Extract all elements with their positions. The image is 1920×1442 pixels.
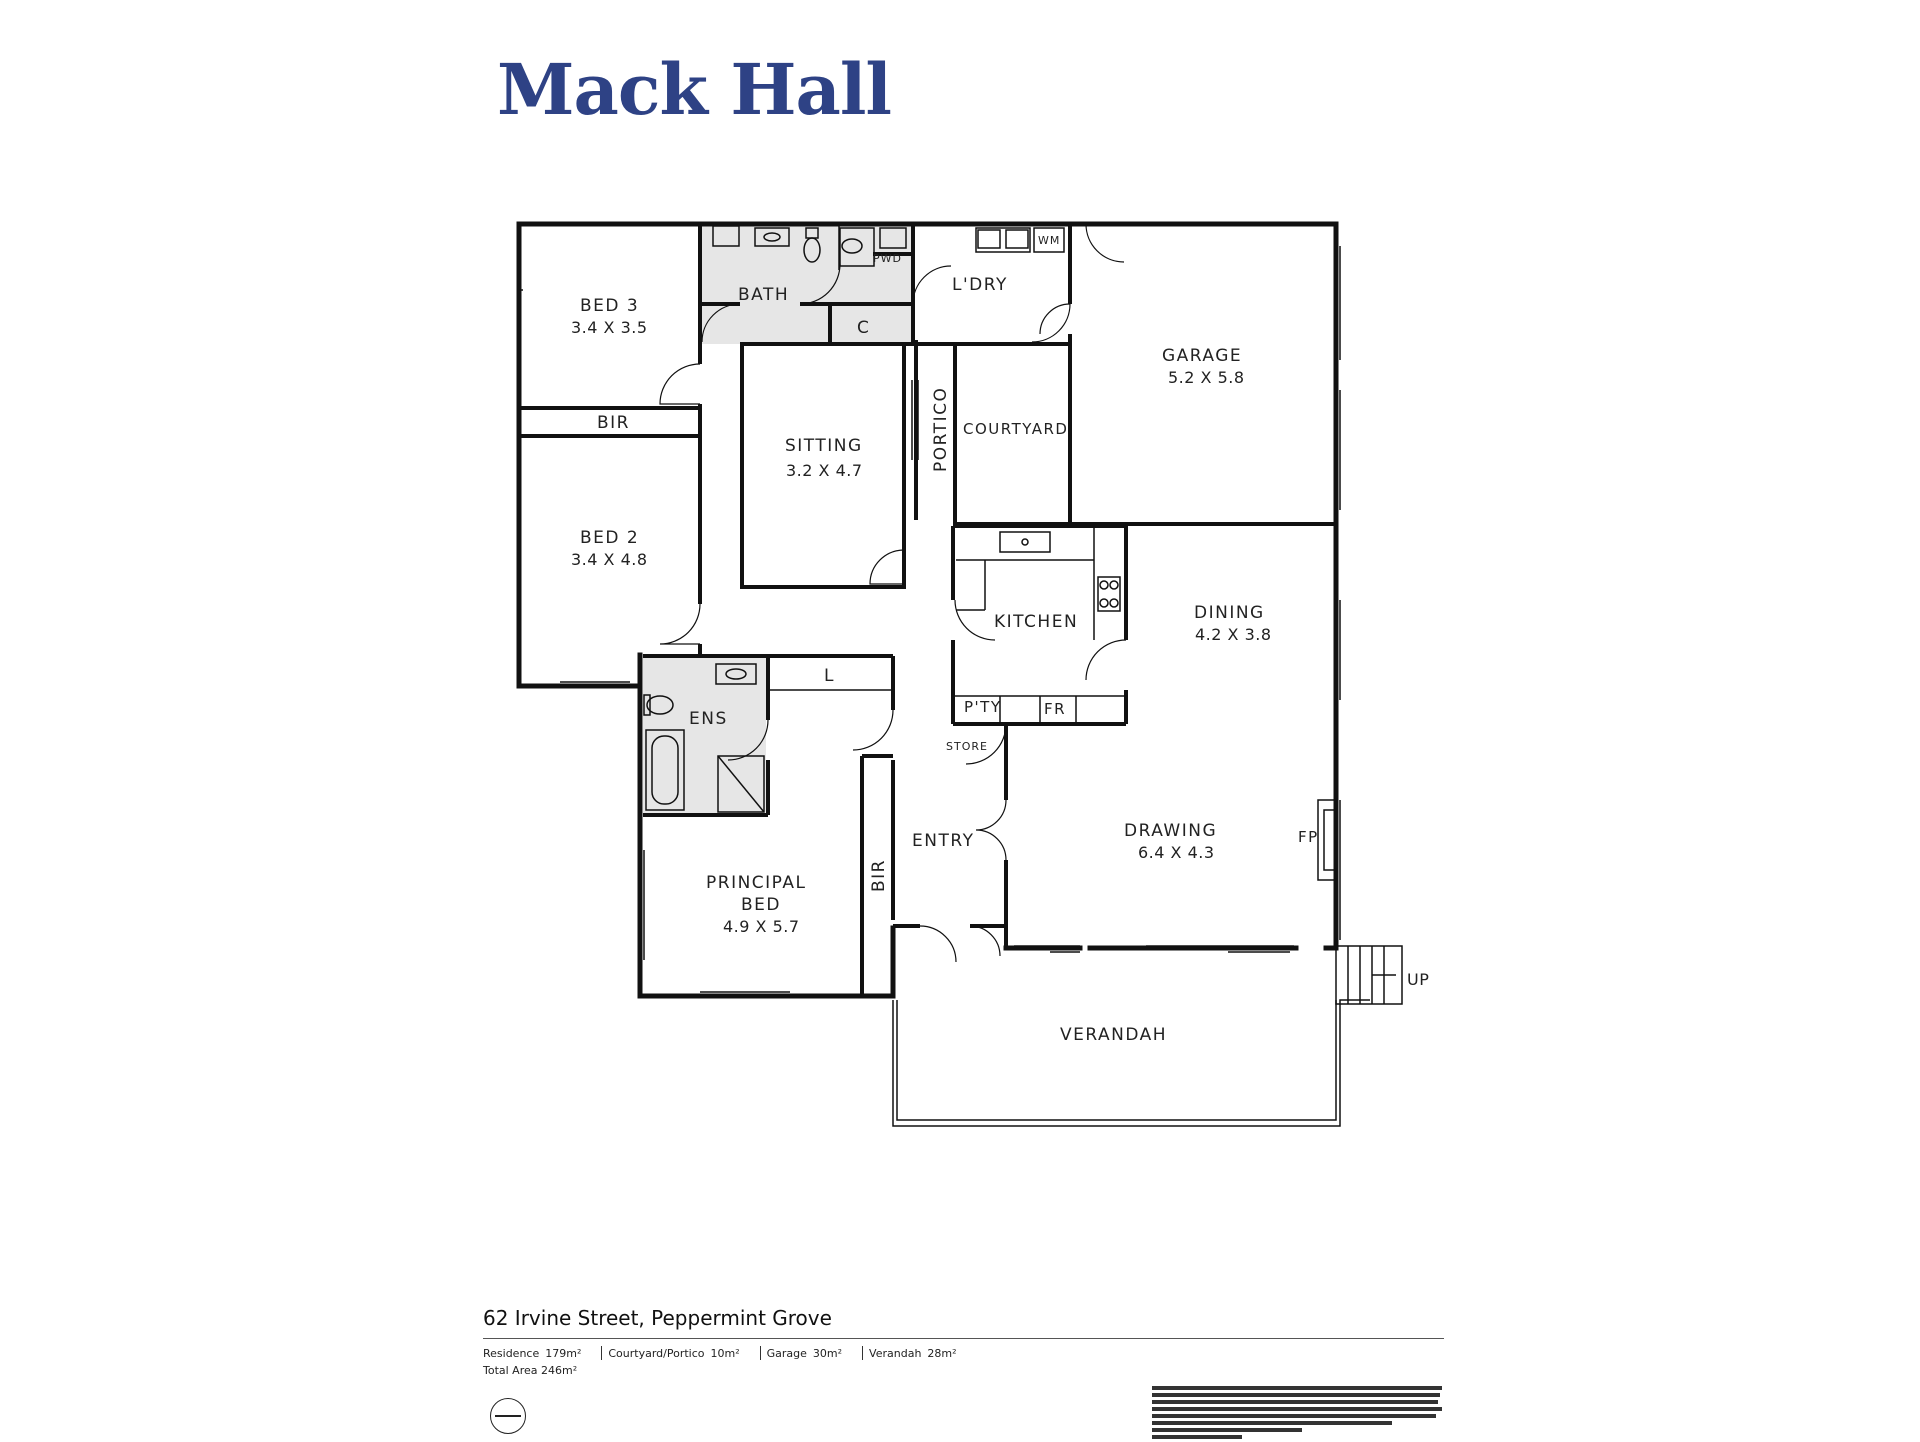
garage-area-value: 30m²: [812, 1346, 843, 1360]
courtyard-area-label: Courtyard/Portico: [608, 1346, 705, 1360]
bed3-label: BED 3: [580, 296, 639, 316]
up-label: UP: [1407, 970, 1429, 989]
total-area: Total Area 246m²: [483, 1364, 578, 1377]
portico-label: PORTICO: [931, 387, 951, 472]
residence-value: 179m²: [545, 1346, 582, 1360]
fixtures: [519, 224, 1403, 1127]
area-breakdown: Residence 179m² Courtyard/Portico 10m² G…: [483, 1346, 971, 1360]
ensuite-label: ENS: [689, 709, 728, 729]
garage-label: GARAGE: [1162, 346, 1242, 366]
bath-label: BATH: [738, 285, 789, 305]
disclaimer-line: [1152, 1428, 1302, 1432]
property-address: 62 Irvine Street, Peppermint Grove: [483, 1306, 832, 1330]
store-label: STORE: [946, 740, 988, 753]
area-separator: [862, 1346, 864, 1360]
bir-top-label: BIR: [597, 413, 630, 433]
disclaimer-line: [1152, 1393, 1440, 1397]
disclaimer-line: [1152, 1435, 1242, 1439]
footer-divider: [483, 1338, 1444, 1339]
disclaimer-line: [1152, 1400, 1438, 1404]
fridge-label: FR: [1044, 700, 1066, 718]
disclaimer-line: [1152, 1386, 1442, 1390]
disclaimer-block: [1152, 1386, 1444, 1442]
verandah-label: VERANDAH: [1060, 1025, 1167, 1045]
pantry-label: P'TY: [964, 698, 1002, 716]
bir-side-label: BIR: [869, 859, 889, 892]
fireplace-label: FP: [1298, 828, 1319, 846]
outer-walls: [516, 221, 1339, 999]
kitchen-label: KITCHEN: [994, 612, 1078, 632]
courtyard-label: COURTYARD: [963, 420, 1069, 438]
bath-tiles: [701, 224, 911, 344]
dining-dim: 4.2 X 3.8: [1195, 625, 1272, 644]
dining-label: DINING: [1194, 603, 1265, 623]
area-separator: [601, 1346, 603, 1360]
drawing-dim: 6.4 X 4.3: [1138, 843, 1215, 862]
area-separator: [759, 1346, 761, 1360]
bed2-dim: 3.4 X 4.8: [571, 550, 648, 569]
garage-area-label: Garage: [766, 1346, 807, 1360]
disclaimer-line: [1152, 1421, 1392, 1425]
bed2-label: BED 2: [580, 528, 639, 548]
brand-logo: Mack Hall: [497, 48, 892, 131]
drawing-label: DRAWING: [1124, 821, 1217, 841]
sitting-label: SITTING: [785, 436, 863, 456]
pwd-label: PWD: [873, 252, 902, 265]
residence-label: Residence: [483, 1346, 540, 1360]
disclaimer-line: [1152, 1414, 1436, 1418]
cupboard-label: C: [857, 318, 870, 338]
principal-bed-dim: 4.9 X 5.7: [723, 917, 800, 936]
garage-dim: 5.2 X 5.8: [1168, 368, 1245, 387]
linen-label: L: [824, 666, 835, 686]
sitting-dim: 3.2 X 4.7: [786, 461, 863, 480]
bed3-dim: 3.4 X 3.5: [571, 318, 648, 337]
wm-label: WM: [1038, 234, 1060, 247]
disclaimer-line: [1152, 1407, 1442, 1411]
courtyard-area-value: 10m²: [710, 1346, 740, 1360]
verandah-area-value: 28m²: [927, 1346, 957, 1360]
verandah-area-label: Verandah: [869, 1346, 922, 1360]
north-compass-icon: [490, 1398, 526, 1434]
door-swings: [659, 223, 1127, 963]
laundry-label: L'DRY: [952, 275, 1008, 295]
principal-bed-label-2: BED: [741, 895, 781, 915]
entry-label: ENTRY: [912, 831, 974, 851]
principal-bed-label-1: PRINCIPAL: [706, 873, 806, 893]
